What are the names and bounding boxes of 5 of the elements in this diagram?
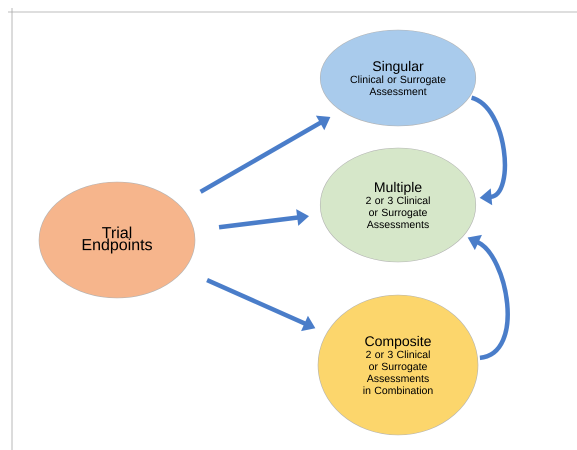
ellipse-node: Multiple 2 or 3 Clinical or Surrogate Assessments — [320, 148, 476, 262]
ellipse-node: Trial Endpoints — [38, 182, 196, 298]
ellipse-node: Composite 2 or 3 Clinical or Surrogate Assessments in Combination — [318, 294, 478, 436]
ellipse-node: Singular Clinical or Surrogate Assessment — [320, 30, 476, 126]
arrow — [470, 96, 508, 206]
